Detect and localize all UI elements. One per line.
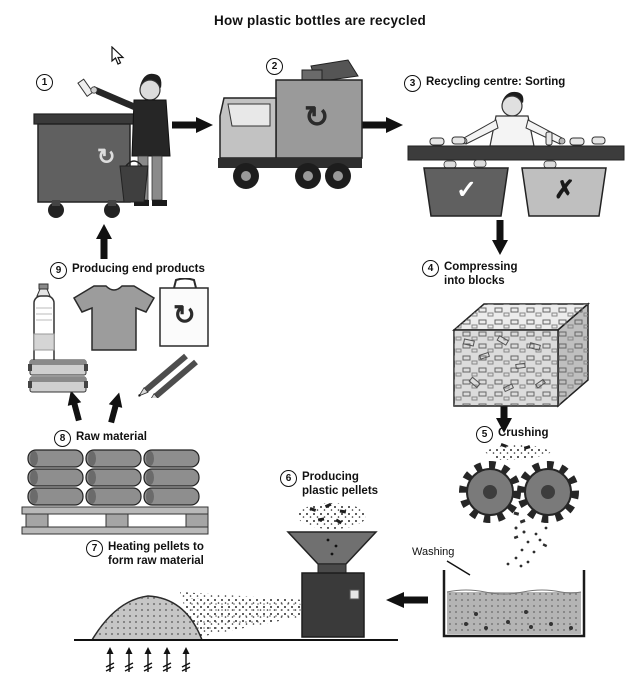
pellet-pile-illustration	[90, 595, 204, 641]
step-3-header: 3 Recycling centre: Sorting	[404, 75, 565, 92]
arrow-step8-to-step9-left	[67, 390, 82, 422]
step-3-number: 3	[404, 75, 421, 92]
step-1-number: 1	[36, 74, 53, 91]
arrow-step2-to-step3	[362, 117, 403, 133]
step-9-header: 9 Producing end products	[50, 262, 205, 279]
arrow-step1-to-step2	[172, 117, 213, 133]
step-3-label: Recycling centre: Sorting	[426, 76, 566, 88]
step-1-header: 1	[36, 74, 53, 91]
bin-recycle-icon: ↻	[97, 144, 116, 169]
sorting-illustration	[407, 91, 625, 217]
raw-material-stack-illustration	[21, 449, 209, 535]
step-9-label: Producing end products	[72, 263, 205, 275]
collection-truck-illustration	[218, 59, 363, 189]
step-6-label: Producing plastic pellets	[302, 471, 379, 497]
bag-recycle-icon: ↻	[173, 300, 196, 330]
accept-mark: ✓	[456, 176, 477, 204]
step-4-number: 4	[422, 260, 439, 277]
step-6-header: 6 Producing plastic pellets	[280, 470, 390, 498]
compressed-block-illustration	[451, 302, 591, 408]
arrow-step4-to-step5	[496, 398, 512, 433]
washing-connector-line	[446, 560, 471, 576]
step-7-number: 7	[86, 540, 103, 557]
arrow-step9-to-step1	[96, 224, 112, 259]
step-7-label: Heating pellets to form raw material	[108, 541, 204, 567]
pellet-spray-illustration	[180, 592, 304, 638]
step-9-number: 9	[50, 262, 67, 279]
truck-recycle-icon: ↻	[304, 101, 330, 134]
step-5-label: Crushing	[498, 427, 549, 439]
heat-arrows-illustration	[105, 647, 191, 672]
step-8-header: 8 Raw material	[54, 430, 147, 447]
crusher-illustration	[459, 443, 579, 534]
arrow-step3-to-step4	[492, 220, 508, 255]
step-8-number: 8	[54, 430, 71, 447]
mouse-cursor	[111, 46, 125, 65]
page-title: How plastic bottles are recycled	[214, 13, 426, 28]
step-8-label: Raw material	[76, 431, 147, 443]
step-5-number: 5	[476, 426, 493, 443]
step-2-header: 2	[266, 58, 283, 75]
step-6-number: 6	[280, 470, 297, 487]
falling-particles-illustration	[506, 526, 548, 568]
end-products-illustration	[28, 278, 209, 398]
pellet-machine-illustration	[286, 502, 378, 638]
arrow-step8-to-step9-right	[108, 392, 123, 424]
washing-tank-illustration	[442, 570, 586, 638]
arrow-washing-to-step6	[386, 592, 428, 608]
step-7-header: 7 Heating pellets to form raw material	[86, 540, 212, 568]
step-4-header: 4 Compressing into blocks	[422, 260, 530, 288]
step-2-number: 2	[266, 58, 283, 75]
bottle-bank-illustration	[33, 73, 171, 218]
ground-line	[74, 639, 398, 641]
step-5-header: 5 Crushing	[476, 426, 548, 443]
step-4-label: Compressing into blocks	[444, 261, 518, 287]
reject-mark: ✗	[554, 176, 575, 204]
washing-label: Washing	[412, 546, 455, 558]
